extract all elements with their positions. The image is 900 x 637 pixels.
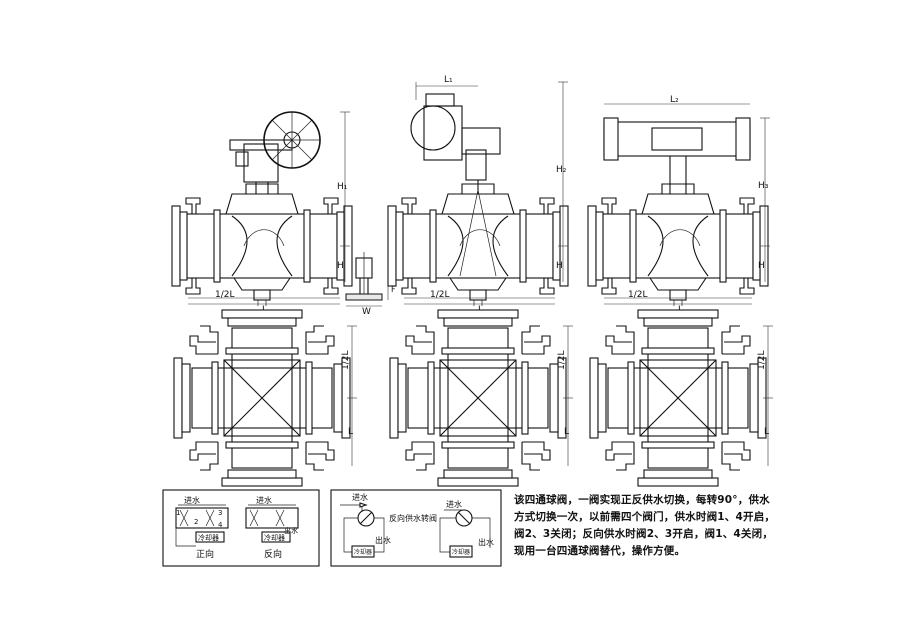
sch-left-reverse-outlet: 出水	[284, 526, 298, 535]
dim-h3: H₃	[758, 181, 769, 191]
dim-halfL-pneumatic: 1/2L	[628, 290, 648, 300]
sch-mid-inlet-1: 进水	[352, 492, 368, 502]
sch-mid-inlet-2: 进水	[446, 499, 462, 509]
elevation-view-pneumatic: L₂ H₃ H 1/2L L	[587, 95, 770, 315]
dim-l1: L₁	[444, 75, 453, 85]
dim-L-plan3: L	[764, 427, 769, 437]
sch-mid-outlet-1: 出水	[375, 535, 391, 545]
elevation-view-gear: H₁ H 1/2L L	[171, 111, 353, 315]
dim-L-plan1: L	[348, 427, 353, 437]
dim-h-gear: H	[337, 261, 344, 271]
schematic-forward: 进水 1 2 3 4 冷却器 正向	[175, 495, 229, 560]
schematic-reverse-supply-valve: 进水 冷却器 出水 反向供水转阀 进水 冷却器 出水	[330, 489, 502, 567]
port-2-forward: 2	[194, 518, 198, 526]
dim-h1-gear: H₁	[337, 182, 348, 192]
sch-left-forward-inlet: 进水	[184, 495, 200, 505]
dim-halfL-plan3: 1/2L	[757, 351, 767, 371]
dim-h-electric: H	[556, 261, 563, 271]
port-1-forward: 1	[176, 509, 180, 517]
dim-l2: L₂	[670, 95, 679, 105]
sch-mid-outlet-2: 出水	[478, 537, 494, 547]
handwheel-side-detail: W F	[345, 252, 396, 317]
dim-h-pneumatic: H	[758, 261, 765, 271]
dim-halfL-plan1: 1/2L	[341, 351, 351, 371]
dim-halfL-electric: 1/2L	[430, 290, 450, 300]
dim-f: F	[391, 285, 396, 294]
label-forward: 正向	[196, 548, 214, 560]
sch-mid-caption: 反向供水转阀	[389, 513, 437, 523]
dim-halfL-gear: 1/2L	[215, 290, 235, 300]
dim-h2: H₂	[556, 165, 567, 175]
elevation-view-electric: L₁ H₂ H 1/2L L	[387, 75, 569, 315]
sch-left-reverse-inlet: 进水	[256, 495, 272, 505]
port-4-forward: 4	[218, 521, 223, 529]
schematic-reverse: 进水 冷却器 出水 反向	[245, 495, 299, 560]
sch-left-forward-unit: 冷却器	[198, 533, 219, 542]
schematic-forward-reverse: 进水 1 2 3 4 冷却器 正向 进水 冷却器 出	[162, 489, 320, 567]
sch-mid-unit-1: 冷却器	[354, 548, 372, 556]
label-reverse: 反向	[264, 548, 282, 560]
dim-w: W	[362, 307, 371, 317]
sch-left-reverse-unit: 冷却器	[264, 533, 285, 542]
dim-halfL-plan2: 1/2L	[557, 351, 567, 371]
description-text: 该四通球阀，一阀实现正反供水切换，每转90°，供水方式切换一次，以前需四个阀门，…	[514, 494, 776, 557]
sch-mid-unit-2: 冷却器	[452, 548, 470, 556]
plan-view-2: 1/2L L	[389, 309, 573, 487]
port-3-forward: 3	[218, 509, 222, 517]
plan-view-3: 1/2L L	[589, 309, 773, 487]
dim-L-plan2: L	[564, 427, 569, 437]
plan-view-1: 1/2L L	[173, 309, 357, 487]
